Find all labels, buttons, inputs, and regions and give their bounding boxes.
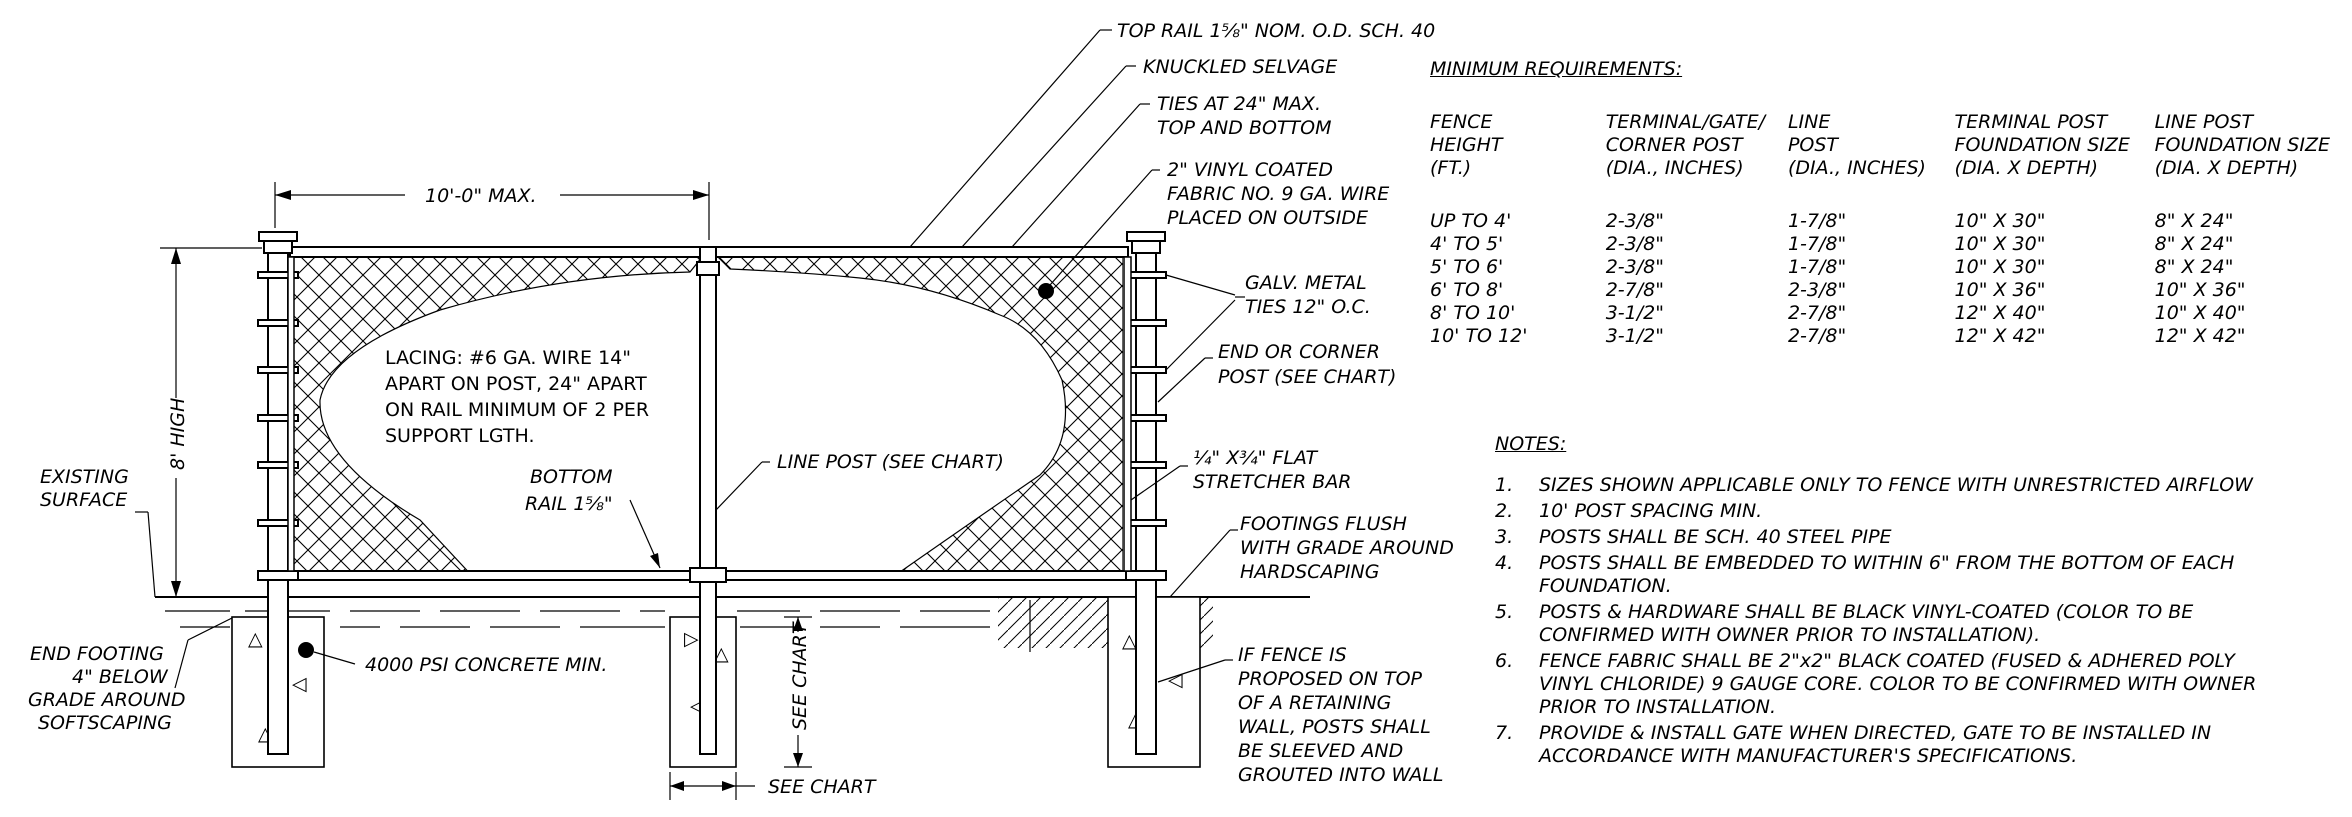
svg-text:GALV. METAL: GALV. METAL xyxy=(1245,272,1367,294)
selvage-callout: KNUCKLED SELVAGE xyxy=(961,56,1337,248)
svg-text:2" VINYL COATED: 2" VINYL COATED xyxy=(1167,159,1333,181)
notes-list: 1.SIZES SHOWN APPLICABLE ONLY TO FENCE W… xyxy=(1495,474,2295,768)
line-post xyxy=(689,246,727,755)
svg-text:BE SLEEVED AND: BE SLEEVED AND xyxy=(1238,740,1403,762)
svg-text:△: △ xyxy=(1122,630,1137,652)
svg-text:◁: ◁ xyxy=(1168,669,1183,691)
svg-text:BOTTOM: BOTTOM xyxy=(530,466,613,488)
note-item: 7.PROVIDE & INSTALL GATE WHEN DIRECTED, … xyxy=(1495,722,2212,767)
svg-text:END FOOTING: END FOOTING xyxy=(30,643,164,665)
stretcher-bar-callout: ¼" X¾" FLAT STRETCHER BAR xyxy=(1130,447,1352,501)
svg-text:TOP RAIL 1⅝" NOM. O.D. SCH. 40: TOP RAIL 1⅝" NOM. O.D. SCH. 40 xyxy=(1117,20,1435,42)
existing-surface-callout: EXISTING SURFACE xyxy=(40,466,156,598)
svg-text:TOP AND BOTTOM: TOP AND BOTTOM xyxy=(1157,117,1332,139)
svg-text:PLACED ON OUTSIDE: PLACED ON OUTSIDE xyxy=(1167,207,1368,229)
table-row: 5' TO 6'2-3/8"1-7/8"10" X 30"8" X 24" xyxy=(1430,256,2234,278)
svg-text:APART ON POST, 24" APART: APART ON POST, 24" APART xyxy=(385,373,647,395)
footings-flush-callout: FOOTINGS FLUSH WITH GRADE AROUND HARDSCA… xyxy=(1169,513,1454,598)
lacing-note: LACING: #6 GA. WIRE 14" APART ON POST, 2… xyxy=(385,347,649,447)
see-chart-vertical: SEE CHART xyxy=(784,616,812,768)
svg-text:IF FENCE IS: IF FENCE IS xyxy=(1238,644,1347,666)
svg-text:END OR CORNER: END OR CORNER xyxy=(1218,341,1380,363)
svg-text:4" BELOW: 4" BELOW xyxy=(72,666,169,688)
svg-text:HARDSCAPING: HARDSCAPING xyxy=(1240,561,1379,583)
fence-fabric-left xyxy=(292,257,702,579)
svg-text:RAIL 1⅝": RAIL 1⅝" xyxy=(525,493,613,515)
svg-text:¼" X¾" FLAT: ¼" X¾" FLAT xyxy=(1193,447,1319,469)
requirements-title: MINIMUM REQUIREMENTS: xyxy=(1430,58,1683,80)
svg-text:POST (SEE CHART): POST (SEE CHART) xyxy=(1218,366,1396,388)
svg-text:PROPOSED ON TOP: PROPOSED ON TOP xyxy=(1238,668,1423,690)
svg-text:4000 PSI CONCRETE MIN.: 4000 PSI CONCRETE MIN. xyxy=(365,654,607,676)
svg-text:TIES AT 24" MAX.: TIES AT 24" MAX. xyxy=(1157,93,1321,115)
fabric-callout: 2" VINYL COATED FABRIC NO. 9 GA. WIRE PL… xyxy=(1038,159,1389,299)
concrete-callout: 4000 PSI CONCRETE MIN. xyxy=(298,642,607,676)
svg-text:SEE CHART: SEE CHART xyxy=(768,776,877,798)
svg-text:FOOTINGS FLUSH: FOOTINGS FLUSH xyxy=(1240,513,1407,535)
table-row: 8' TO 10'3-1/2"2-7/8"12" X 40"10" X 40" xyxy=(1430,302,2246,324)
retaining-wall-callout: IF FENCE IS PROPOSED ON TOP OF A RETAINI… xyxy=(1157,644,1444,786)
svg-text:FABRIC NO. 9 GA. WIRE: FABRIC NO. 9 GA. WIRE xyxy=(1167,183,1389,205)
notes-title: NOTES: xyxy=(1495,433,1567,455)
svg-text:△: △ xyxy=(248,628,263,650)
note-item: 2.10' POST SPACING MIN. xyxy=(1495,500,1763,522)
top-rail-callout: TOP RAIL 1⅝" NOM. O.D. SCH. 40 xyxy=(909,20,1435,248)
svg-text:▷: ▷ xyxy=(684,628,699,650)
table-row: 6' TO 8'2-7/8"2-3/8"10" X 36"10" X 36" xyxy=(1430,279,2246,301)
svg-text:SOFTSCAPING: SOFTSCAPING xyxy=(38,712,172,734)
svg-text:GROUTED INTO WALL: GROUTED INTO WALL xyxy=(1238,764,1444,786)
svg-text:ON RAIL MINIMUM OF 2 PER: ON RAIL MINIMUM OF 2 PER xyxy=(385,399,649,421)
ties-callout: TIES AT 24" MAX. TOP AND BOTTOM xyxy=(1011,93,1332,248)
svg-text:EXISTING: EXISTING xyxy=(40,466,129,488)
svg-text:WITH GRADE AROUND: WITH GRADE AROUND xyxy=(1240,537,1454,559)
svg-text:TIES 12" O.C.: TIES 12" O.C. xyxy=(1245,296,1371,318)
svg-text:KNUCKLED SELVAGE: KNUCKLED SELVAGE xyxy=(1143,56,1337,78)
col-header: TERMINAL/GATE/CORNER POST(DIA., INCHES) xyxy=(1605,111,1766,179)
svg-text:OF A RETAINING: OF A RETAINING xyxy=(1238,692,1391,714)
svg-text:△: △ xyxy=(714,643,729,665)
spacing-dimension: 10'-0" MAX. xyxy=(274,182,710,240)
end-footing-callout: END FOOTING 4" BELOW GRADE AROUND SOFTSC… xyxy=(28,617,233,734)
table-row: 10' TO 12'3-1/2"2-7/8"12" X 42"12" X 42" xyxy=(1430,325,2246,347)
svg-text:LINE POST (SEE CHART): LINE POST (SEE CHART) xyxy=(777,451,1004,473)
height-dimension: 8' HIGH xyxy=(160,247,262,597)
end-post-callout: END OR CORNER POST (SEE CHART) xyxy=(1157,341,1396,403)
end-post-right xyxy=(1123,231,1167,755)
see-chart-horizontal: SEE CHART xyxy=(669,772,877,800)
table-row: 4' TO 5'2-3/8"1-7/8"10" X 30"8" X 24" xyxy=(1430,233,2234,255)
note-item: 4.POSTS SHALL BE EMBEDDED TO WITHIN 6" F… xyxy=(1495,552,2235,597)
svg-text:STRETCHER BAR: STRETCHER BAR xyxy=(1193,471,1352,493)
height-label: 8' HIGH xyxy=(167,398,189,470)
note-item: 1.SIZES SHOWN APPLICABLE ONLY TO FENCE W… xyxy=(1495,474,2253,496)
end-post-left xyxy=(257,231,299,755)
svg-text:GRADE AROUND: GRADE AROUND xyxy=(28,689,186,711)
table-row: UP TO 4'2-3/8"1-7/8"10" X 30"8" X 24" xyxy=(1430,210,2234,232)
svg-text:SURFACE: SURFACE xyxy=(40,489,127,511)
svg-text:◁: ◁ xyxy=(292,673,307,695)
fence-fabric-right xyxy=(718,257,1123,579)
note-item: 6.FENCE FABRIC SHALL BE 2"x2" BLACK COAT… xyxy=(1495,650,2257,718)
notes-section: NOTES: 1.SIZES SHOWN APPLICABLE ONLY TO … xyxy=(1495,433,2295,771)
line-post-callout: LINE POST (SEE CHART) xyxy=(715,451,1004,511)
svg-text:WALL, POSTS SHALL: WALL, POSTS SHALL xyxy=(1238,716,1431,738)
spacing-label: 10'-0" MAX. xyxy=(425,185,537,207)
svg-text:SUPPORT LGTH.: SUPPORT LGTH. xyxy=(385,425,535,447)
note-item: 5.POSTS & HARDWARE SHALL BE BLACK VINYL-… xyxy=(1495,601,2194,646)
svg-text:LACING: #6 GA. WIRE 14": LACING: #6 GA. WIRE 14" xyxy=(385,347,631,369)
note-item: 3.POSTS SHALL BE SCH. 40 STEEL PIPE xyxy=(1495,526,1892,548)
bottom-rail-callout: BOTTOM RAIL 1⅝" xyxy=(525,466,661,569)
svg-text:SEE CHART: SEE CHART xyxy=(789,621,811,730)
galv-ties-callout: GALV. METAL TIES 12" O.C. xyxy=(1165,272,1371,371)
